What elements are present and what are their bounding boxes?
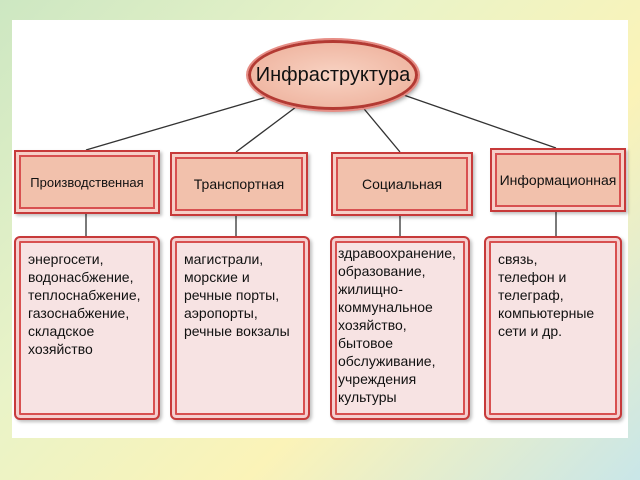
category-production: Производственная bbox=[14, 150, 160, 214]
list-item: морские и bbox=[184, 269, 250, 285]
list-item: телеграф, bbox=[498, 287, 564, 303]
connector-root-info bbox=[394, 91, 557, 149]
list-item: культуры bbox=[338, 389, 397, 405]
list-item: связь, bbox=[498, 251, 538, 267]
list-item: хозяйство bbox=[28, 341, 93, 357]
category-transport: Транспортная bbox=[170, 152, 308, 216]
connector-root-production bbox=[85, 95, 271, 151]
category-label: Информационная bbox=[499, 172, 617, 188]
root-node-infrastructure: Инфраструктура bbox=[248, 40, 418, 110]
items-transport: магистрали, морские и речные порты, аэро… bbox=[170, 236, 310, 420]
list-item: аэропорты, bbox=[184, 305, 258, 321]
list-item: водонасбжение, bbox=[28, 269, 134, 285]
list-item: магистрали, bbox=[184, 251, 264, 267]
list-item: телефон и bbox=[498, 269, 567, 285]
category-social: Социальная bbox=[331, 152, 473, 216]
list-item: бытовое bbox=[338, 335, 393, 351]
list-item: теплоснабжение, bbox=[28, 287, 141, 303]
list-item: образование, bbox=[338, 263, 426, 279]
list-item: сети и др. bbox=[498, 323, 562, 339]
items-social: здравоохранение, образование, жилищно- к… bbox=[330, 236, 470, 420]
items-information: связь, телефон и телеграф, компьютерные … bbox=[484, 236, 622, 420]
list-item: здравоохранение, bbox=[338, 245, 456, 261]
list-item: обслуживание, bbox=[338, 353, 436, 369]
connector-root-transport bbox=[235, 103, 301, 153]
category-label: Производственная bbox=[30, 174, 144, 190]
root-label: Инфраструктура bbox=[255, 63, 411, 86]
list-item: коммунальное bbox=[338, 299, 433, 315]
category-information: Информационная bbox=[490, 148, 626, 212]
list-item: газоснабжение, bbox=[28, 305, 130, 321]
items-production: энергосети, водонасбжение, теплоснабжени… bbox=[14, 236, 160, 420]
list-item: компьютерные bbox=[498, 305, 595, 321]
list-item: хозяйство, bbox=[338, 317, 407, 333]
list-item: речные порты, bbox=[184, 287, 280, 303]
list-item: учреждения bbox=[338, 371, 417, 387]
list-item: речные вокзалы bbox=[184, 323, 290, 339]
category-label: Социальная bbox=[361, 176, 443, 192]
category-label: Транспортная bbox=[193, 176, 285, 192]
list-item: складское bbox=[28, 323, 95, 339]
list-item: жилищно- bbox=[338, 281, 403, 297]
list-item: энергосети, bbox=[28, 251, 104, 267]
connector-root-social bbox=[359, 103, 401, 153]
